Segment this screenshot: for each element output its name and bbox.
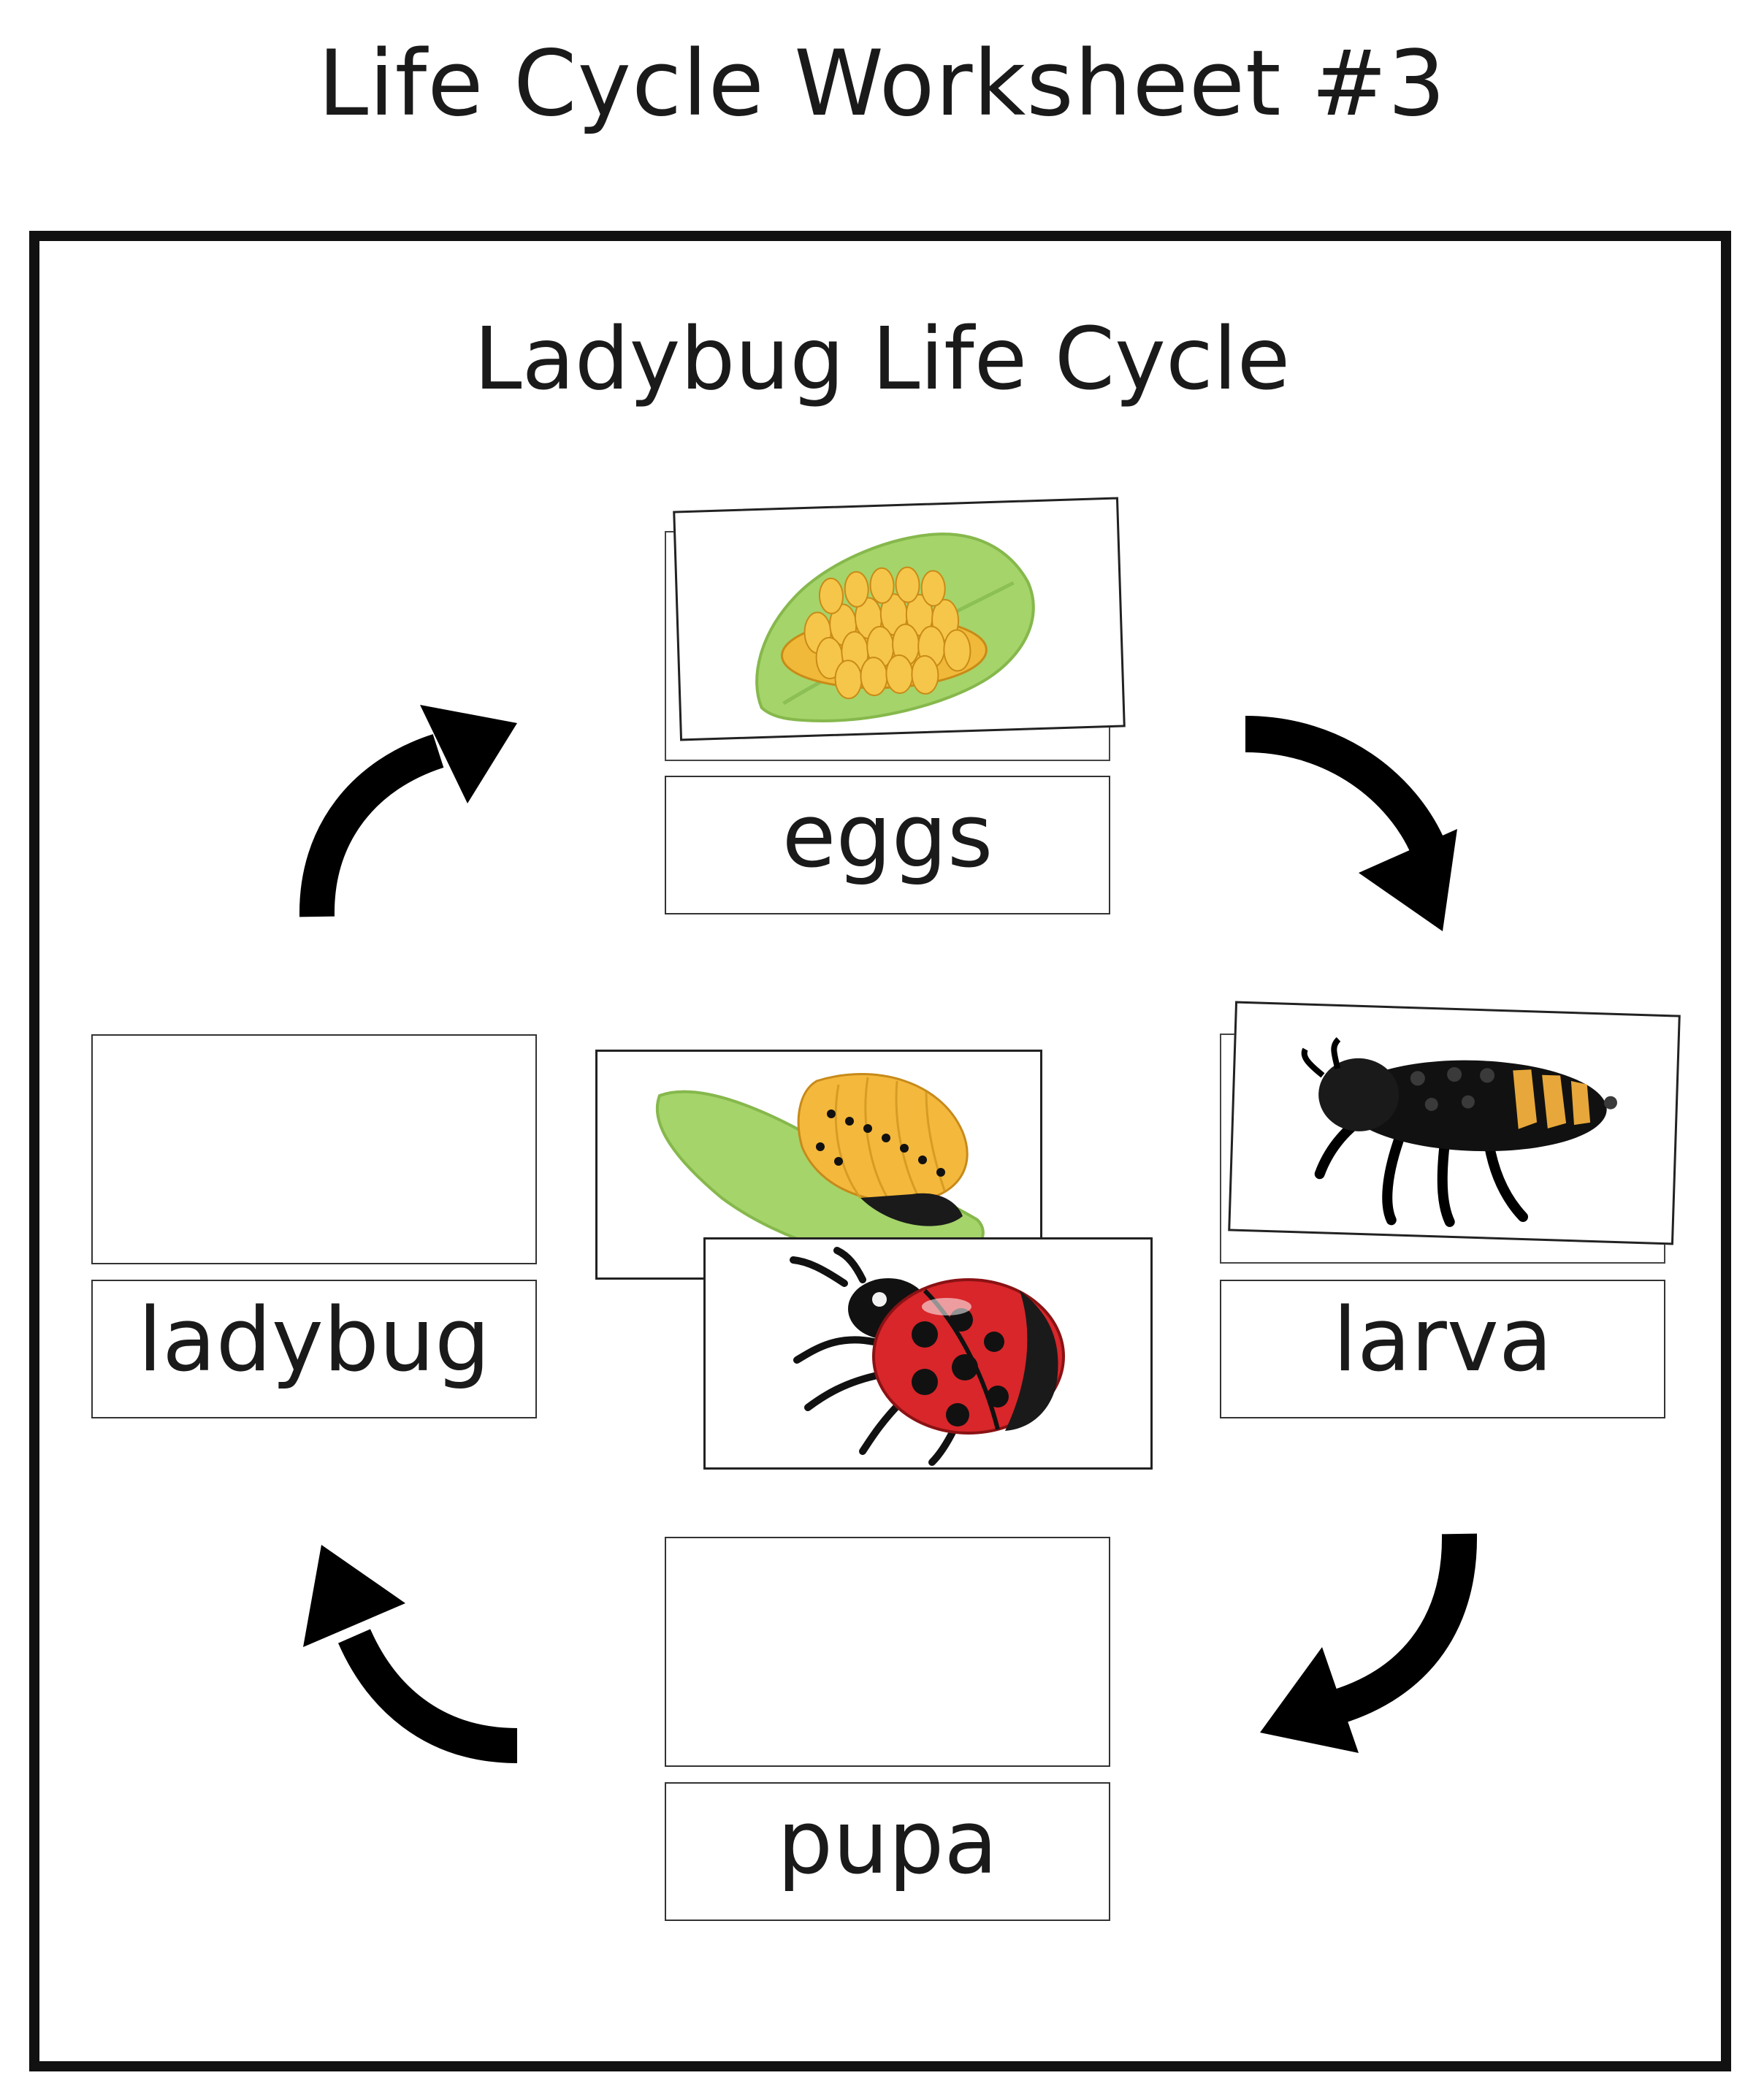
- diagram-title: Ladybug Life Cycle: [473, 308, 1291, 409]
- arrow-larva-to-pupa: [1260, 1533, 1478, 1753]
- pupa-label-box: pupa: [665, 1782, 1110, 1921]
- eggs-label-box: eggs: [665, 776, 1110, 914]
- larva-label-box: larva: [1220, 1280, 1665, 1418]
- ladybug-image-card[interactable]: [703, 1237, 1153, 1470]
- pupa-image-placeholder[interactable]: [665, 1537, 1110, 1767]
- arrow-ladybug-to-eggs: [299, 705, 517, 917]
- diagram-frame: [29, 231, 1731, 2071]
- page-title: Life Cycle Worksheet #3: [318, 31, 1446, 137]
- pupa-image-card[interactable]: [595, 1050, 1042, 1280]
- ladybug-icon: [790, 1247, 1065, 1466]
- pupa-on-leaf-icon: [655, 1073, 985, 1267]
- pupa-label: pupa: [777, 1792, 998, 1894]
- eggs-image-card[interactable]: [673, 497, 1126, 741]
- arrow-eggs-to-larva: [1245, 716, 1457, 931]
- egg-cluster-on-leaf-icon: [755, 532, 1035, 722]
- larva-label: larva: [1332, 1290, 1553, 1391]
- ladybug-image-placeholder[interactable]: [91, 1034, 537, 1264]
- ladybug-label-box: ladybug: [91, 1280, 537, 1418]
- larva-image-card[interactable]: [1228, 1001, 1681, 1245]
- larva-icon: [1301, 1037, 1617, 1227]
- eggs-label: eggs: [782, 786, 993, 887]
- ladybug-label: ladybug: [137, 1290, 491, 1391]
- arrow-pupa-to-ladybug: [303, 1545, 518, 1763]
